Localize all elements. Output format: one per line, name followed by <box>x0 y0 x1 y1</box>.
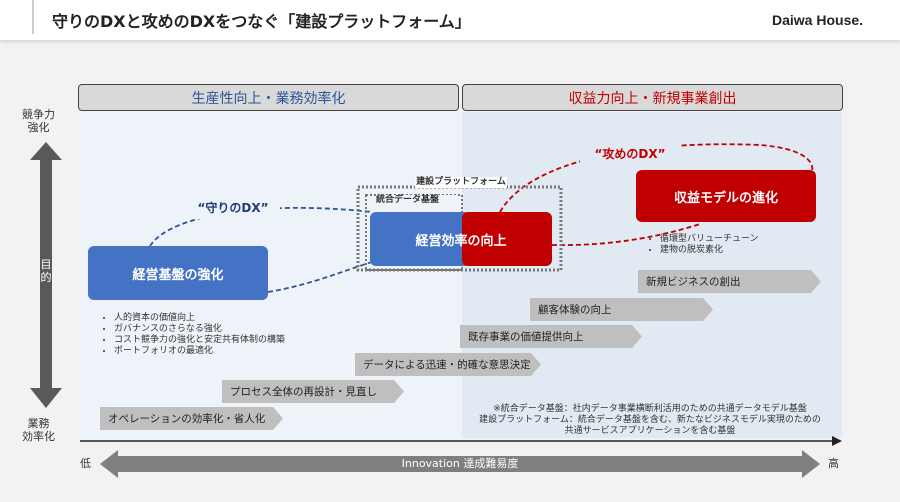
bullet: ガバナンスのさらなる強化 <box>114 324 285 335</box>
defensive-dx-curve-bottom <box>267 261 373 293</box>
step-3: データによる迅速・的確な意思決定 <box>355 353 541 376</box>
bullet: 人的資本の価値向上 <box>114 313 285 324</box>
x-axis-label: Innovation 達成難易度 <box>401 457 519 470</box>
header-divider <box>32 0 34 34</box>
footnote-line: 建設プラットフォーム：統合データ基盤を含む、新たなビジネスモデル実現のための <box>479 415 821 425</box>
step-2: プロセス全体の再設計・見直し <box>222 380 404 403</box>
step-6: 新規ビジネスの創出 <box>638 270 821 293</box>
header-bar <box>0 0 900 40</box>
page-title: 守りのDXと攻めのDXをつなぐ「建設プラットフォーム」 <box>52 12 471 31</box>
y-axis-bottom-label: 業務 効率化 <box>22 417 55 443</box>
data-base-box <box>370 212 466 266</box>
offensive-dx-curve-top <box>499 143 814 213</box>
offensive-dx-curve-bottom <box>551 223 701 247</box>
management-base-box: 経営基盤の強化 <box>88 246 268 300</box>
y-axis-top-label: 競争力 強化 <box>22 108 55 134</box>
category-productivity: 生産性向上・業務効率化 <box>78 84 459 111</box>
footnote: ※統合データ基盤：社内データ事業横断利活用のための共通データモデル基盤 建設プラ… <box>470 404 830 437</box>
y-axis-middle-label: 目的 <box>40 258 52 284</box>
step-5: 顧客体験の向上 <box>530 298 713 321</box>
revenue-model-box: 収益モデルの進化 <box>636 170 816 222</box>
efficiency-label: 経営効率の向上 <box>415 233 507 249</box>
data-base-label: 統合データ基盤 <box>376 195 456 206</box>
category-revenue: 収益力向上・新規事業創出 <box>462 84 843 111</box>
horizontal-axis-arrow <box>100 450 820 478</box>
step-4: 既存事業の価値提供向上 <box>460 325 642 348</box>
bullet: 建物の脱炭素化 <box>660 245 759 256</box>
step-1: オペレーションの効率化・省人化 <box>100 407 283 430</box>
x-axis-high-label: 高 <box>828 457 839 470</box>
left-bullets: 人的資本の価値向上 ガバナンスのさらなる強化 コスト競争力の強化と安定共有体制の… <box>114 313 285 357</box>
offensive-dx-label: “攻めのDX” <box>580 142 680 165</box>
x-axis-arrowhead <box>832 436 842 446</box>
daiwa-house-logo: Daiwa House. <box>772 12 864 28</box>
bullet: ポートフォリオの最適化 <box>114 346 285 357</box>
platform-label: 建設プラットフォーム <box>415 177 507 188</box>
efficiency-box-red <box>462 212 552 266</box>
x-axis-low-label: 低 <box>80 457 91 470</box>
vertical-axis-arrow <box>30 142 62 408</box>
footnote-line: ※統合データ基盤：社内データ事業横断利活用のための共通データモデル基盤 <box>493 404 807 414</box>
right-bullets: 循環型バリューチューン 建物の脱炭素化 <box>660 234 759 256</box>
footnote-line: 共通サービスアプリケーションを含む基盤 <box>564 426 736 436</box>
defensive-dx-label: “守りのDX” <box>186 196 280 219</box>
bullet: コスト競争力の強化と安定共有体制の構築 <box>114 335 285 346</box>
bullet: 循環型バリューチューン <box>660 234 759 245</box>
